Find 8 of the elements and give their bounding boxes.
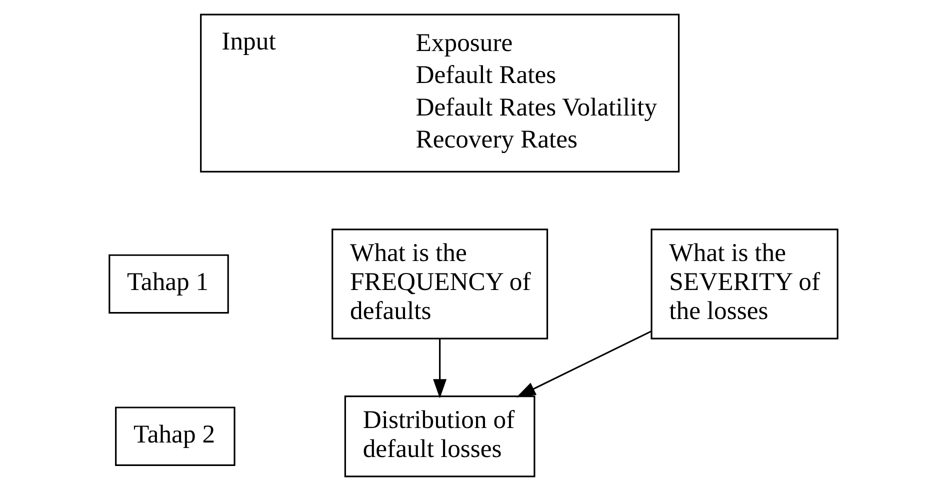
node-box: Distribution of default losses (344, 395, 535, 478)
arrow (432, 338, 446, 398)
node-box: What is the SEVERITY of the losses (650, 228, 838, 340)
node-box: Tahap 1 (108, 254, 228, 314)
arrow (516, 330, 652, 398)
node-box: What is the FREQUENCY of defaults (331, 228, 548, 340)
node-box: Tahap 2 (114, 406, 235, 466)
node-box: Input Exposure Default Rates Default Rates Volatility Recovery Rates (200, 14, 680, 173)
